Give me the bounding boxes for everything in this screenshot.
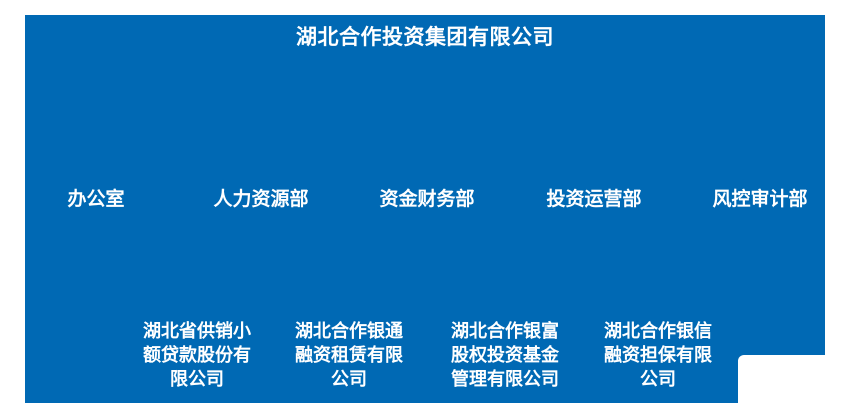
dept-label-finance: 资金财务部 <box>379 189 475 210</box>
subsidiary-node-equity-fund: 湖北合作银富 股权投资基金 管理有限公司 <box>435 319 575 391</box>
dept-label-office: 办公室 <box>67 189 125 210</box>
subsidiary-name-line: 湖北合作银通 <box>295 321 403 341</box>
org-chart-title: 湖北合作投资集团有限公司 <box>296 26 554 49</box>
subsidiary-name-line: 股权投资基金 <box>451 345 559 365</box>
subsidiary-name-line: 额贷款股份有 <box>143 345 251 365</box>
bottom-right-white-notch <box>738 355 850 420</box>
subsidiary-name-line: 公司 <box>640 369 676 389</box>
dept-label-investment-operations: 投资运营部 <box>546 189 642 210</box>
subsidiary-name-line: 融资担保有限 <box>604 345 712 365</box>
subsidiary-name-line: 管理有限公司 <box>451 369 559 389</box>
subsidiary-name-line: 融资租赁有限 <box>295 345 403 365</box>
subsidiary-node-microloan: 湖北省供销小 额贷款股份有 限公司 <box>127 319 267 391</box>
subsidiary-name-line: 湖北省供销小 <box>143 321 251 341</box>
org-chart-panel: 湖北合作投资集团有限公司 办公室 人力资源部 资金财务部 投资运营部 风控审计部… <box>25 15 825 403</box>
dept-label-risk-audit: 风控审计部 <box>712 189 808 210</box>
subsidiary-node-financing-guarantee: 湖北合作银信 融资担保有限 公司 <box>588 319 728 391</box>
dept-label-human-resources: 人力资源部 <box>213 189 309 210</box>
subsidiary-node-finance-leasing: 湖北合作银通 融资租赁有限 公司 <box>279 319 419 391</box>
subsidiary-name-line: 限公司 <box>170 369 224 389</box>
subsidiary-name-line: 公司 <box>331 369 367 389</box>
subsidiary-name-line: 湖北合作银富 <box>451 321 559 341</box>
subsidiary-name-line: 湖北合作银信 <box>604 321 712 341</box>
